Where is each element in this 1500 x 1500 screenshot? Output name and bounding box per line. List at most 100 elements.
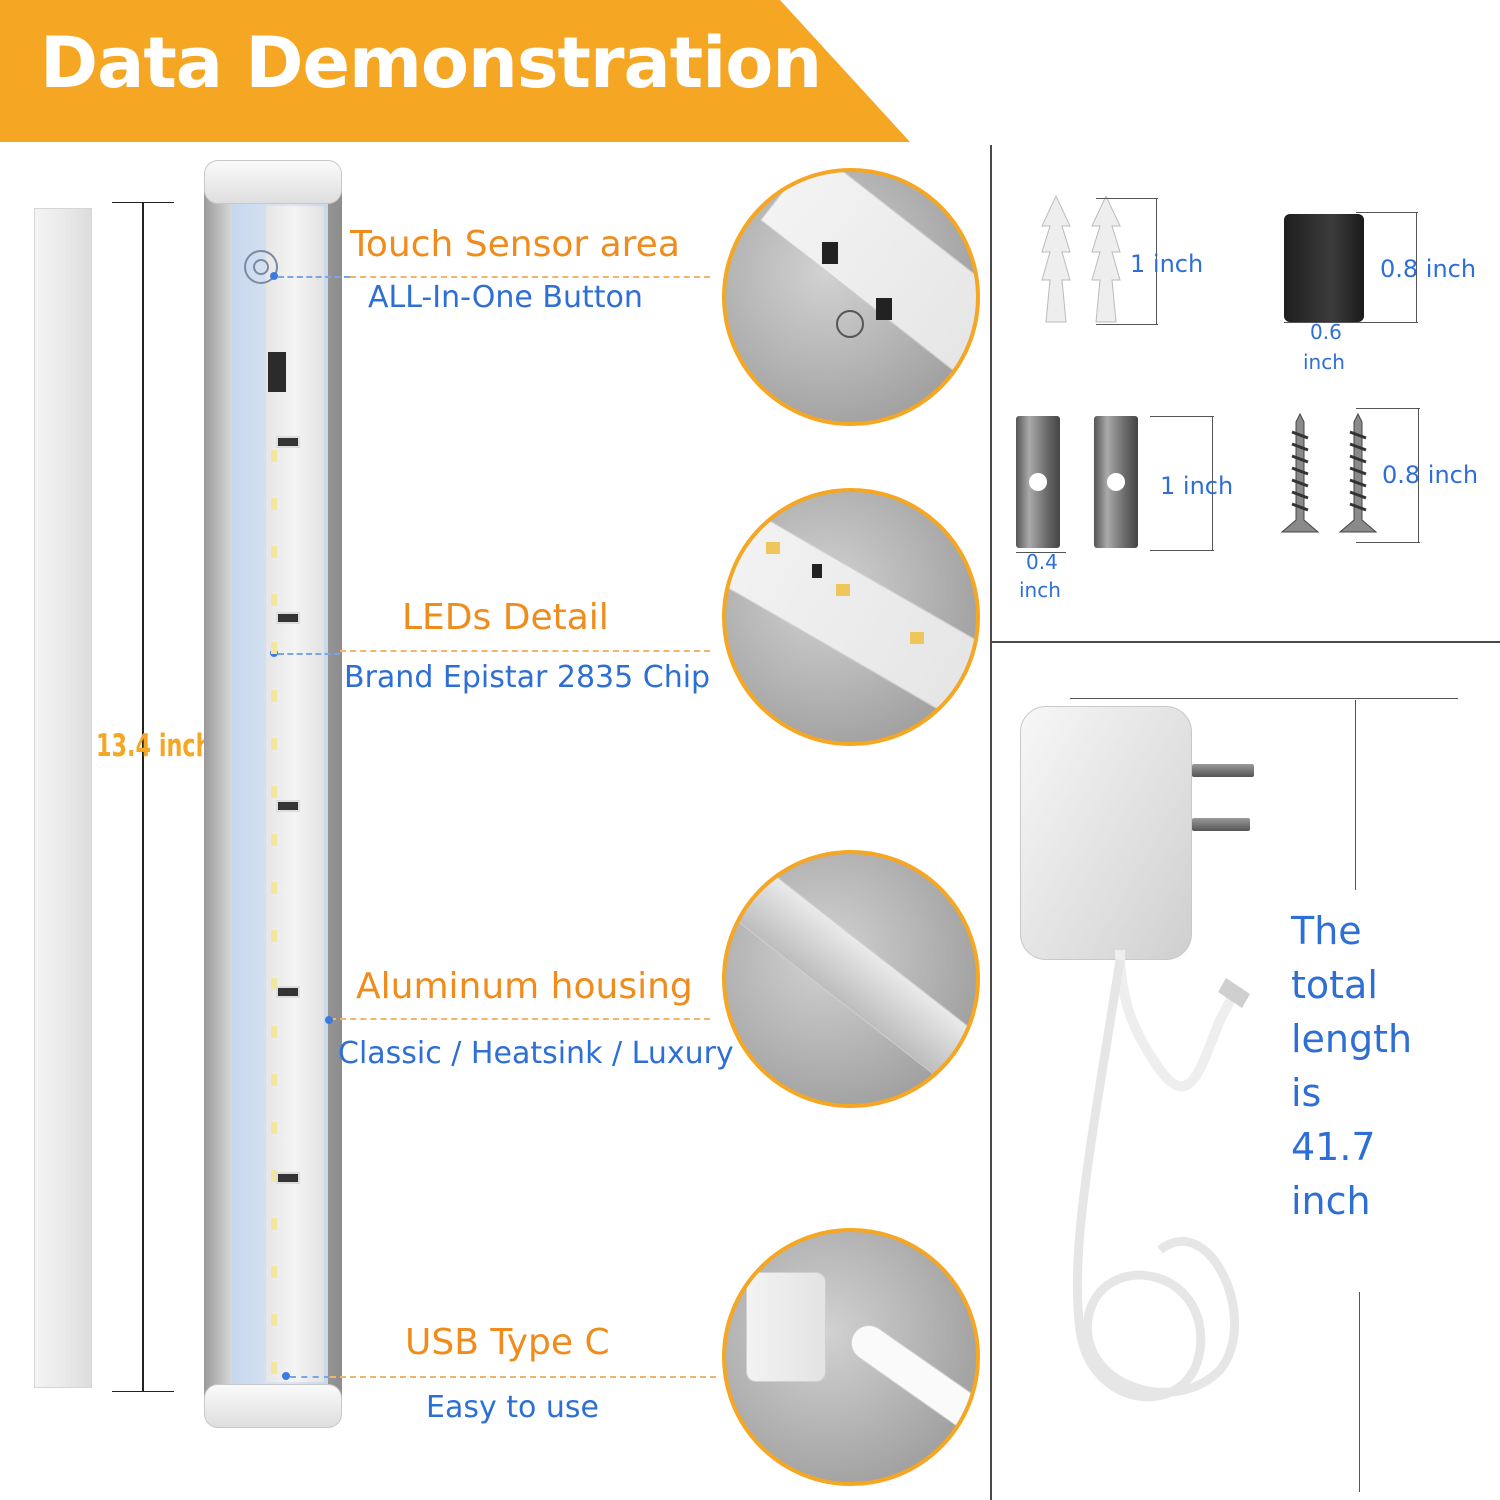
length-dimension-bottom-tick: [112, 1391, 174, 1392]
closeup-led-3: [910, 632, 924, 644]
callout-touch-subtitle: ALL-In-One Button: [368, 280, 643, 315]
resistor-chip: [276, 436, 300, 448]
anchor-dimension-tick-bottom: [1096, 324, 1158, 325]
clip-block-height-line: [1416, 212, 1417, 322]
leds-closeup: [722, 488, 980, 746]
led-chip: [271, 642, 277, 654]
led-chip: [271, 1266, 277, 1278]
callout-usb-divider: [330, 1376, 716, 1378]
screw-height-tick-bottom: [1356, 542, 1420, 543]
controller-chip: [268, 352, 286, 392]
led-chip: [271, 594, 277, 606]
closeup-led-strip: [726, 502, 976, 742]
mount-clip-height-line: [1212, 416, 1213, 550]
closeup-housing-rail: [726, 854, 976, 1104]
led-chip: [271, 1122, 277, 1134]
panel-divider-vertical: [990, 145, 992, 1500]
total-length-line: is: [1291, 1071, 1322, 1115]
mounting-clip-hole-2: [1107, 473, 1125, 491]
adapter-prong-bottom: [1192, 818, 1250, 831]
resistor-chip: [276, 1172, 300, 1184]
mount-clip-height-label: 1 inch: [1160, 472, 1234, 500]
total-length-line: 41.7: [1291, 1125, 1376, 1169]
led-chip: [271, 1362, 277, 1374]
header-banner: [0, 0, 910, 142]
led-chip: [271, 882, 277, 894]
closeup-touch-icon: [836, 310, 864, 338]
mount-clip-width-line: [1016, 552, 1066, 553]
closeup-usb-cable: [843, 1317, 976, 1463]
led-chip: [271, 1170, 277, 1182]
callout-usb-title: USB Type C: [405, 1322, 610, 1363]
callout-housing-pointer: [325, 1016, 333, 1024]
callout-housing-subtitle: Classic / Heatsink / Luxury: [338, 1036, 734, 1071]
length-label: 13.4 inch: [96, 728, 212, 764]
closeup-resistor: [812, 564, 822, 578]
screw-icon: [1280, 412, 1320, 533]
callout-touch-divider: [350, 276, 710, 278]
clip-block-width-unit: inch: [1303, 350, 1345, 374]
callout-usb-subtitle: Easy to use: [426, 1390, 600, 1425]
mount-clip-width-value: 0.4: [1026, 550, 1058, 574]
mounting-clip: [1016, 416, 1060, 548]
led-chip: [271, 546, 277, 558]
power-adapter: [1020, 706, 1192, 960]
resistor-chip: [276, 612, 300, 624]
led-chip: [271, 1314, 277, 1326]
panel-divider-horizontal: [990, 641, 1500, 643]
led-chip: [271, 690, 277, 702]
wall-anchor-icon-2: [1091, 196, 1121, 323]
callout-leds-subtitle: Brand Epistar 2835 Chip: [344, 660, 711, 695]
callout-housing-title: Aluminum housing: [356, 966, 693, 1007]
light-bar-top-cap: [204, 160, 342, 204]
length-dimension-line: [142, 202, 144, 1392]
adapter-prong-top: [1192, 764, 1254, 777]
closeup-chip: [822, 242, 838, 264]
housing-closeup: [722, 850, 980, 1108]
closeup-led-1: [766, 542, 780, 554]
led-chip: [271, 738, 277, 750]
clip-block-height-tick-bottom: [1356, 322, 1418, 323]
anchor-dimension-line: [1156, 198, 1157, 324]
callout-touch-pointer: [270, 272, 278, 280]
total-length-text: The total length is 41.7 inch: [1291, 904, 1481, 1228]
screw-icon-2: [1338, 412, 1378, 533]
closeup-led-2: [836, 584, 850, 596]
total-length-line: The: [1291, 909, 1362, 953]
closeup-chip-2: [876, 298, 892, 320]
length-dimension-top-tick: [112, 202, 174, 203]
anchor-height-label: 1 inch: [1130, 250, 1204, 278]
clip-block-height-tick-top: [1356, 212, 1418, 213]
led-chip: [271, 1026, 277, 1038]
touch-sensor-closeup: [722, 168, 980, 426]
clip-block: [1284, 214, 1364, 322]
screw-height-label: 0.8 inch: [1382, 461, 1479, 489]
callout-housing-divider: [330, 1018, 710, 1020]
led-chip: [271, 930, 277, 942]
adapter-cable: [1072, 950, 1250, 1402]
led-chip: [271, 450, 277, 462]
touch-sensor-icon: [244, 250, 278, 284]
screw-height-tick-top: [1356, 408, 1420, 409]
led-chip: [271, 1218, 277, 1230]
mount-clip-width-unit: inch: [1019, 578, 1061, 602]
led-chip: [271, 978, 277, 990]
page-title: Data Demonstration: [40, 22, 822, 104]
led-chip: [271, 834, 277, 846]
total-length-line: length: [1291, 1017, 1413, 1061]
clip-block-height-label: 0.8 inch: [1380, 255, 1477, 283]
closeup-usb-cap: [746, 1272, 826, 1382]
callout-usb-leader: [290, 1376, 330, 1378]
total-length-line: inch: [1291, 1179, 1371, 1223]
anchor-dimension-tick-top: [1096, 198, 1158, 199]
led-chip: [271, 1074, 277, 1086]
mounting-clip-2: [1094, 416, 1138, 548]
callout-touch-title: Touch Sensor area: [350, 224, 680, 265]
mount-clip-height-tick-bottom: [1150, 550, 1214, 551]
callout-leds-title: LEDs Detail: [402, 597, 609, 638]
diffuser-cover: [34, 208, 92, 1388]
callout-usb-pointer: [282, 1372, 290, 1380]
callout-leds-divider: [340, 650, 710, 652]
adapter-dimension-line-lower: [1359, 1292, 1360, 1492]
led-chip: [271, 498, 277, 510]
